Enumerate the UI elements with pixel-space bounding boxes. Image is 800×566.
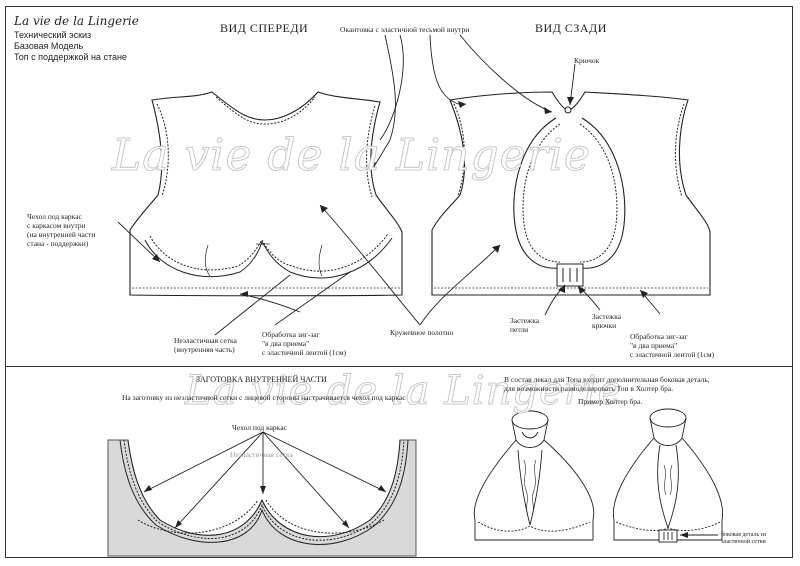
casing-label-line-1: Чехол под каркас	[27, 212, 82, 221]
blank-note: На заготовку из неэластичной сетки с лиц…	[122, 393, 406, 402]
side-detail-line-1: боковая деталь из	[721, 532, 767, 538]
info-line-2: для возможности размоделировать Топ в Хо…	[504, 384, 674, 393]
mesh-label: Неэластичная сетка (внутренняя часть)	[174, 336, 237, 354]
loop-label-line-2: петли	[510, 325, 529, 334]
hook-label: Крючок	[574, 56, 600, 65]
info-line-1: В состав лекал для Топа входит дополните…	[504, 375, 710, 384]
hooks-label-line-2: крючки	[592, 321, 617, 330]
arrow-heads-top	[152, 97, 648, 298]
section-divider	[5, 366, 793, 367]
casing-label-line-2: с каркасом внутри	[27, 221, 86, 230]
leader-lines-bottom	[143, 431, 718, 536]
blank-casing-label: Чехол под каркас	[232, 423, 287, 432]
header-line-3: Топ с поддержкой на стане	[14, 52, 127, 62]
loop-label-line-1: Застежка	[510, 316, 540, 325]
watermark-bottom: La vie de la Lingerie	[184, 368, 623, 415]
sheet-frame	[5, 6, 793, 558]
front-view-drawing	[129, 91, 403, 297]
leader-lines-top	[117, 34, 661, 336]
zigzag-front-label: Обработка зиг-заг "в два приема" с эласт…	[262, 330, 346, 357]
blank-title: ЗАГОТОВКА ВНУТРЕННЕЙ ЧАСТИ	[196, 375, 327, 384]
casing-label-line-3: (на внутренней части	[27, 230, 96, 239]
halter-bra-back	[612, 408, 724, 543]
example-label: Пример Холтер бра.	[578, 397, 643, 406]
back-view-drawing	[431, 91, 711, 296]
zigzag-front-line-1: Обработка зиг-заг	[262, 330, 320, 339]
casing-label: Чехол под каркас с каркасом внутри (на в…	[27, 212, 95, 248]
watermark-top: La vie de la Lingerie	[112, 130, 591, 182]
hooks-label: Застежка крючки	[592, 312, 621, 330]
side-detail-line-2: эластичной сетки	[721, 539, 766, 545]
arrow-heads-bottom	[144, 485, 688, 538]
binding-label: Окантовка с эластичной тесьмой внутри	[340, 25, 470, 34]
mesh-label-line-2: (внутренняя часть)	[174, 345, 235, 354]
lace-label: Кружевное полотно	[390, 328, 454, 337]
zigzag-back-line-1: Обработка зиг-заг	[630, 332, 688, 341]
zigzag-back-line-3: с эластичной лентой (1см)	[630, 350, 715, 359]
header-line-2: Базовая Модель	[14, 41, 84, 51]
halter-bra-front	[473, 410, 595, 541]
casing-label-line-4: стана - поддержки)	[27, 239, 89, 248]
brand-title: La vie de la Lingerie	[14, 14, 139, 28]
mesh-label-line-1: Неэластичная сетка	[174, 336, 237, 345]
header-line-1: Технический эскиз	[14, 30, 92, 40]
side-detail-label: боковая деталь из эластичной сетки	[721, 532, 766, 546]
front-view-title: ВИД СПЕРЕДИ	[220, 21, 309, 35]
back-view-title: ВИД СЗАДИ	[535, 21, 607, 35]
hooks-label-line-1: Застежка	[592, 312, 622, 321]
zigzag-front-line-2: "в два приема"	[262, 339, 310, 348]
zigzag-front-line-3: с эластичной лентой (1см)	[262, 348, 347, 357]
zigzag-back-line-2: "в два приема"	[630, 341, 678, 350]
loop-label: Застежка петли	[510, 316, 539, 334]
zigzag-back-label: Обработка зиг-заг "в два приема" с эласт…	[630, 332, 714, 359]
blank-mesh-label: Неэластичная сетка	[230, 450, 293, 459]
